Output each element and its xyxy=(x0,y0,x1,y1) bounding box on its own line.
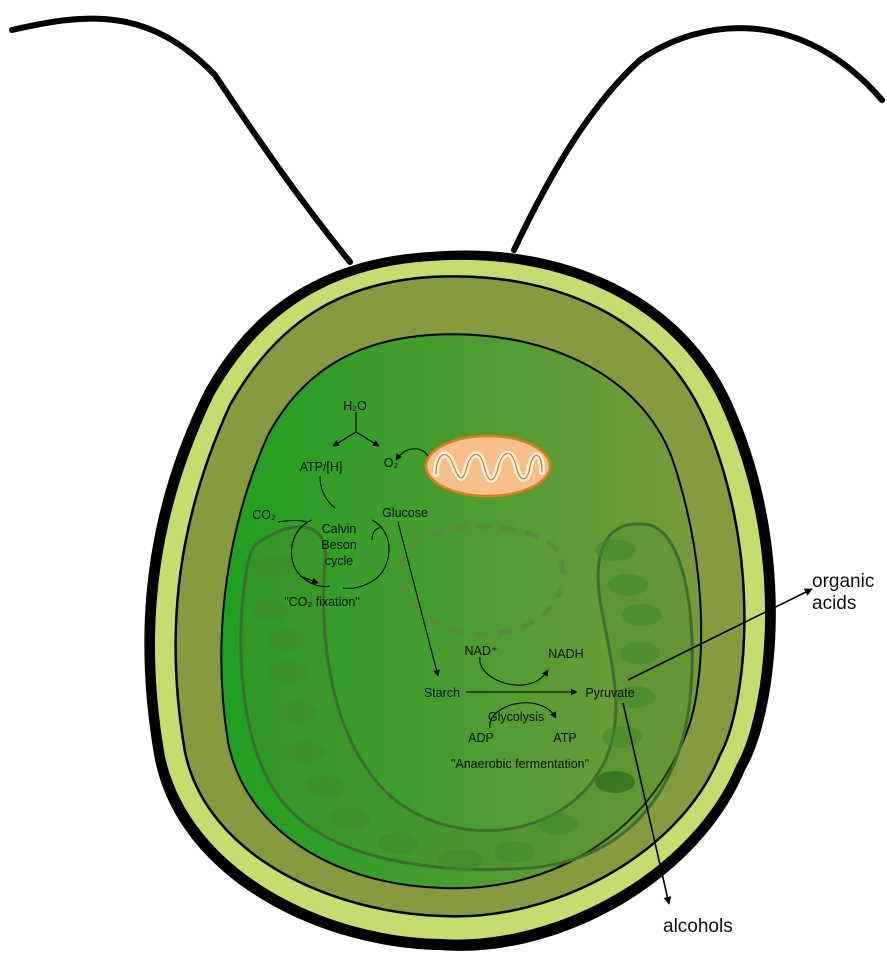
left-flagellum xyxy=(12,19,350,262)
pyruvate-label: Pyruvate xyxy=(585,686,634,700)
o2-label: O₂ xyxy=(384,456,399,470)
alcohols-label: alcohols xyxy=(663,916,733,937)
atp-label: ATP xyxy=(553,731,576,745)
adp-label: ADP xyxy=(468,731,494,745)
glucose-label: Glucose xyxy=(382,506,428,520)
nad-label: NAD⁺ xyxy=(465,644,498,658)
mitochondrion-icon xyxy=(426,436,550,496)
glycolysis-label: Glycolysis xyxy=(488,710,544,724)
calvin-label-line3: cycle xyxy=(325,554,354,568)
atp-h-label: ATP/[H] xyxy=(300,460,343,474)
co2-fixation-label: "CO₂ fixation" xyxy=(284,595,360,609)
nadh-label: NADH xyxy=(548,647,583,661)
calvin-label-line1: Calvin xyxy=(322,522,357,536)
organic-acids-label-line1: organic xyxy=(812,571,874,592)
calvin-label-line2: Beson xyxy=(321,538,356,552)
right-flagellum xyxy=(514,28,882,250)
organic-acids-label-line2: acids xyxy=(812,593,856,614)
co2-label: CO₂ xyxy=(252,508,276,522)
anaerobic-fermentation-label: "Anaerobic fermentation" xyxy=(451,757,589,771)
starch-label: Starch xyxy=(424,686,460,700)
h2o-label: H₂O xyxy=(343,399,367,413)
